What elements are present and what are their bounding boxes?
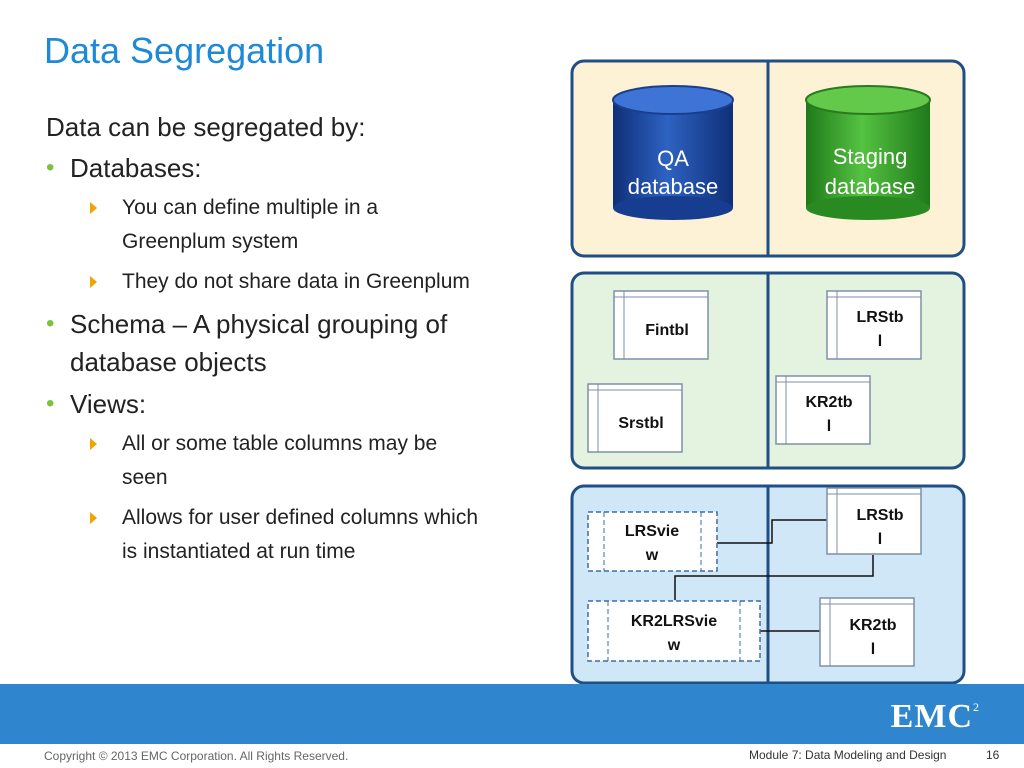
- emc-logo: EMC2: [890, 698, 980, 735]
- view-label: KR2LRSvie: [631, 613, 717, 630]
- table-label: KR2tb: [849, 617, 896, 634]
- bullet-dot-icon: •: [46, 390, 55, 417]
- bullet-text: Views:: [70, 389, 147, 419]
- bullet-databases: • Databases:: [46, 149, 486, 187]
- table-label: LRStb: [856, 507, 903, 524]
- sub-bullet-text: All or some table columns may be seen: [122, 432, 438, 489]
- table-icon-kr2tbl-view: KR2tb l: [819, 597, 915, 667]
- bullet-views: • Views:: [46, 385, 486, 423]
- copyright-text: Copyright © 2013 EMC Corporation. All Ri…: [44, 749, 349, 763]
- segregation-diagram: QA database Staging database Fintbl Srst…: [570, 59, 966, 685]
- table-icon-srstbl: Srstbl: [587, 383, 683, 453]
- sub-bullet-text: They do not share data in Greenplum: [122, 270, 470, 293]
- bullet-text: Databases:: [70, 153, 202, 183]
- qa-db-label: database: [628, 174, 719, 199]
- sub-bullet: You can define multiple in a Greenplum s…: [46, 191, 486, 259]
- arrow-bullet-icon: [90, 202, 97, 214]
- table-label: LRStb: [856, 309, 903, 326]
- page-number: 16: [986, 748, 1000, 762]
- bullet-schema: • Schema – A physical grouping of databa…: [46, 305, 490, 381]
- view-label: LRSvie: [625, 523, 679, 540]
- view-label: w: [645, 547, 659, 564]
- table-icon-kr2tbl: KR2tb l: [775, 375, 871, 445]
- module-label: Module 7: Data Modeling and Design: [749, 748, 947, 762]
- intro-text: Data can be segregated by:: [46, 112, 366, 142]
- sub-bullet: Allows for user defined columns which is…: [46, 501, 486, 569]
- table-label: l: [878, 333, 882, 350]
- sub-bullet: They do not share data in Greenplum: [46, 265, 486, 299]
- table-icon-fintbl: Fintbl: [613, 290, 709, 360]
- table-icon-lrstbl-view: LRStb l: [826, 487, 922, 555]
- qa-database-icon: QA database: [612, 85, 734, 220]
- arrow-bullet-icon: [90, 512, 97, 524]
- bullet-dot-icon: •: [46, 154, 55, 181]
- table-label: KR2tb: [805, 394, 852, 411]
- view-icon-lrsview: LRSvie w: [587, 511, 718, 572]
- sub-bullet-text: You can define multiple in a Greenplum s…: [122, 196, 379, 253]
- view-label: w: [667, 637, 681, 654]
- table-icon-lrstbl: LRStb l: [826, 290, 922, 360]
- bullet-dot-icon: •: [46, 310, 55, 337]
- footer-bar: EMC2: [0, 684, 1024, 744]
- arrow-bullet-icon: [90, 438, 97, 450]
- table-label: l: [871, 641, 875, 658]
- table-label: l: [878, 531, 882, 548]
- slide-title: Data Segregation: [44, 30, 325, 71]
- sub-bullet: All or some table columns may be seen: [46, 427, 486, 495]
- bullet-text: Schema – A physical grouping of database…: [70, 309, 448, 377]
- table-label: Fintbl: [645, 322, 689, 339]
- staging-db-label: Staging: [833, 144, 908, 169]
- arrow-bullet-icon: [90, 276, 97, 288]
- view-icon-kr2lrsview: KR2LRSvie w: [587, 600, 761, 662]
- slide-body: Data can be segregated by: • Databases: …: [46, 112, 486, 575]
- sub-bullet-text: Allows for user defined columns which is…: [122, 506, 478, 563]
- table-label: l: [827, 418, 831, 435]
- table-label: Srstbl: [618, 415, 663, 432]
- view-connectors: [674, 519, 874, 632]
- staging-db-label: database: [825, 174, 916, 199]
- staging-database-icon: Staging database: [805, 85, 931, 220]
- qa-db-label: QA: [657, 146, 689, 171]
